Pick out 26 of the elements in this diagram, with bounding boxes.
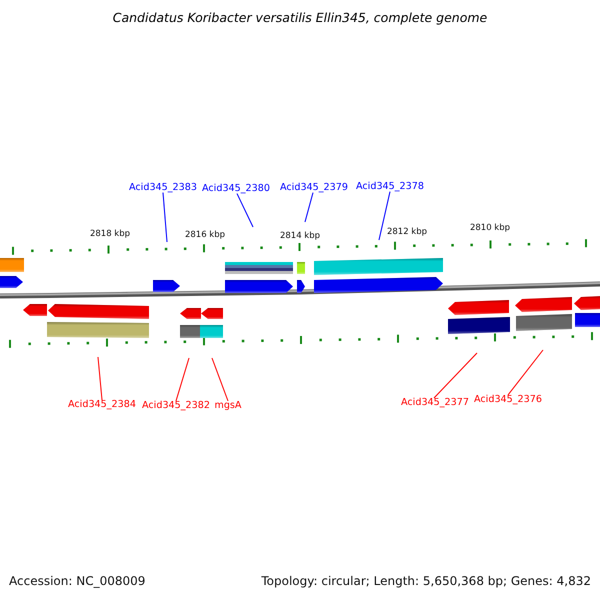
leader-line xyxy=(304,192,314,222)
gene-label: Acid345_2384 xyxy=(68,400,136,410)
leader-line xyxy=(508,350,544,396)
leader-line xyxy=(236,193,254,228)
scale-label: 2810 kbp xyxy=(470,224,510,232)
gene-label: Acid345_2377 xyxy=(401,398,469,408)
scale-label: 2814 kbp xyxy=(280,232,320,240)
gene-label: mgsA xyxy=(214,401,242,411)
gene-label: Acid345_2383 xyxy=(129,183,197,193)
gene-label: Acid345_2379 xyxy=(280,183,348,193)
leader-line xyxy=(212,358,228,402)
scale-label: 2816 kbp xyxy=(184,231,226,240)
gene-label: Acid345_2378 xyxy=(356,182,424,192)
gene-label: Acid345_2380 xyxy=(202,184,270,194)
scale-label: 2818 kbp xyxy=(90,230,130,238)
leader-line xyxy=(434,352,478,398)
scale-label: 2812 kbp xyxy=(386,228,428,236)
leader-line xyxy=(162,192,168,242)
genome-summary-text: Topology: circular; Length: 5,650,368 bp; Genes: 4,832 xyxy=(261,575,591,587)
leader-line xyxy=(98,356,102,400)
gene-label: Acid345_2382 xyxy=(142,401,210,411)
accession-text: Accession: NC_008009 xyxy=(9,575,146,587)
leader-line xyxy=(378,191,390,240)
leader-line xyxy=(176,358,190,402)
gene-label: Acid345_2376 xyxy=(474,395,542,405)
chart-title: Candidatus Koribacter versatilis Ellin345, complete genome xyxy=(112,12,488,24)
